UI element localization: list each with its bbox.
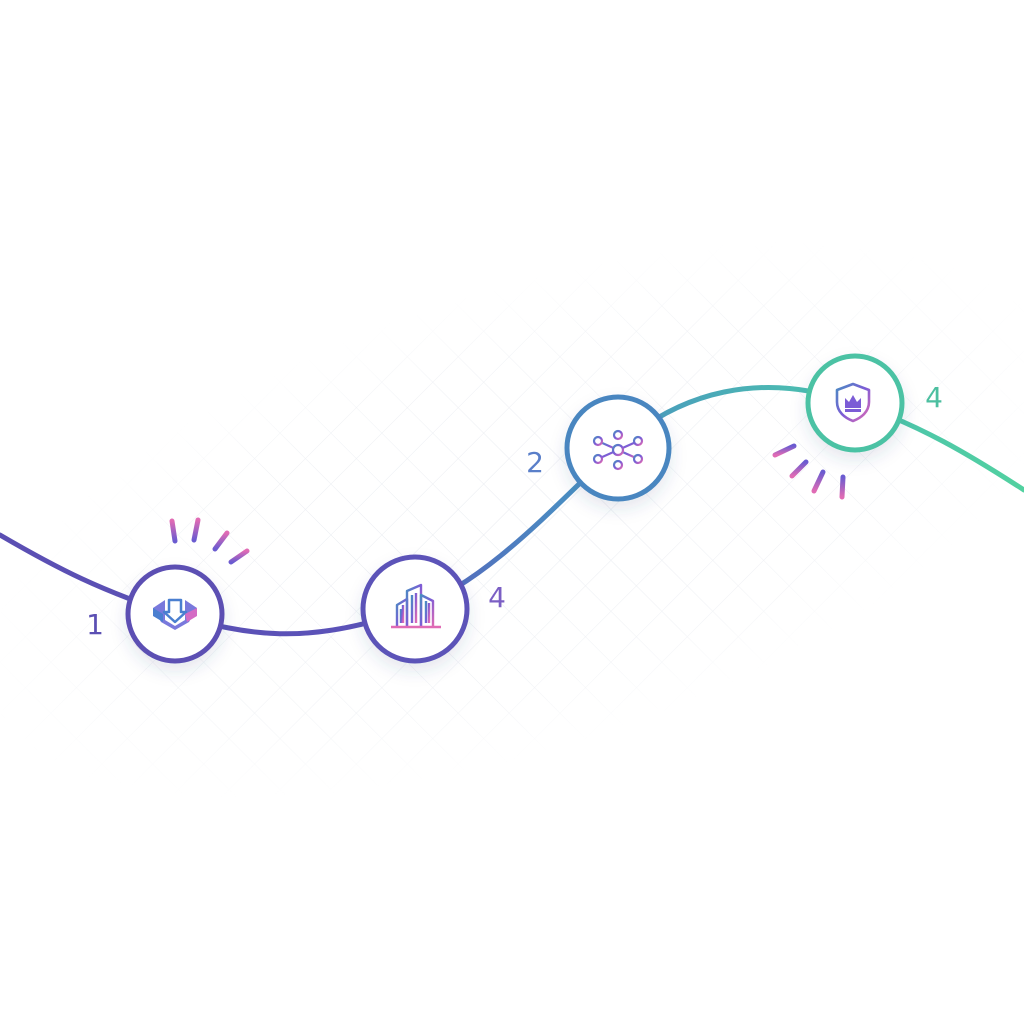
buildings-icon xyxy=(391,583,441,629)
step-number-3: 2 xyxy=(526,446,544,479)
step-number-1: 1 xyxy=(86,608,104,641)
sparkle-dashes-left xyxy=(169,517,250,565)
network-hub-icon xyxy=(592,429,644,471)
folder-download-icon xyxy=(153,598,197,630)
sparkle-dashes-right xyxy=(772,443,846,500)
shield-crown-icon xyxy=(835,382,871,423)
step-number-4: 4 xyxy=(925,381,943,414)
step-number-2: 4 xyxy=(488,581,506,614)
